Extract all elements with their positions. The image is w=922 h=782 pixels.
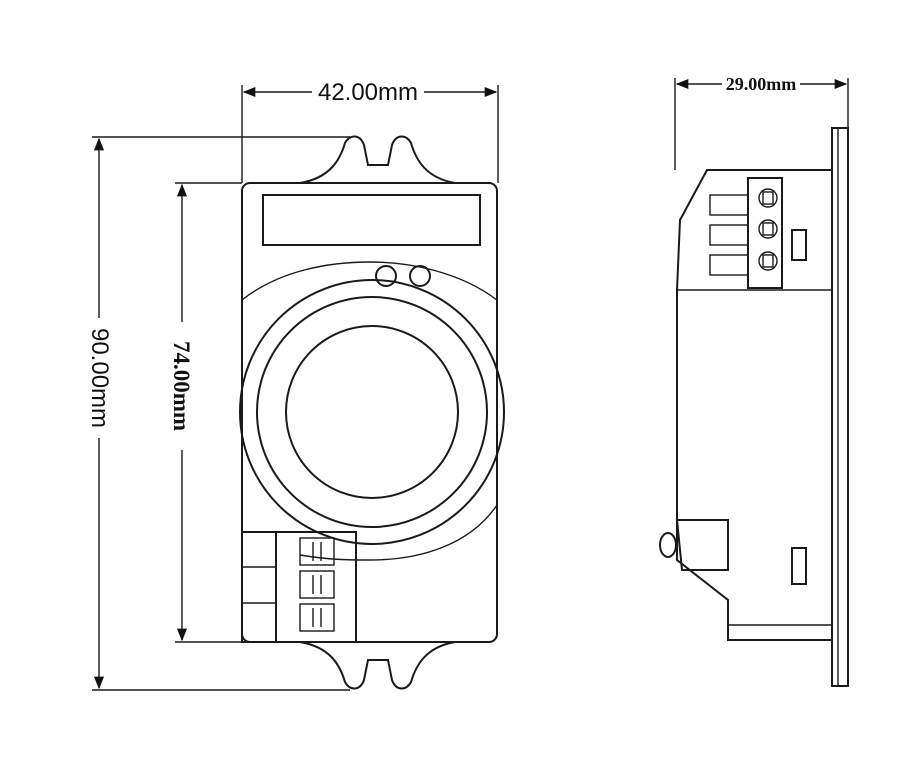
side-housing bbox=[676, 169, 832, 641]
dimension-depth-side bbox=[674, 78, 849, 170]
side-terminal-block bbox=[709, 177, 783, 289]
label-height-body: 74.00mm bbox=[169, 341, 194, 431]
side-clip-lower bbox=[791, 547, 807, 585]
front-housing bbox=[241, 182, 498, 643]
side-mounting-plate bbox=[831, 127, 849, 687]
dimension-width-front bbox=[241, 85, 499, 183]
lens-lower-frame bbox=[299, 504, 498, 561]
side-lens-tip bbox=[659, 532, 677, 558]
side-view bbox=[659, 78, 849, 687]
sensor-lens-inner bbox=[285, 325, 459, 499]
dimension-height-body bbox=[175, 182, 242, 643]
side-clip-upper bbox=[791, 229, 807, 261]
dimension-height-total bbox=[92, 136, 350, 691]
sensor-lens-outer-ring bbox=[239, 279, 505, 545]
led-indicator-left bbox=[375, 265, 397, 287]
front-terminal-block bbox=[241, 531, 357, 643]
label-window bbox=[262, 194, 481, 246]
bottom-mounting-ear bbox=[299, 641, 456, 690]
lens-outer-frame bbox=[241, 261, 498, 301]
front-view bbox=[92, 85, 505, 691]
led-indicator-right bbox=[409, 265, 431, 287]
label-depth-side: 29.00mm bbox=[726, 74, 797, 94]
label-height-total: 90.00mm bbox=[86, 328, 113, 428]
label-width-front: 42.00mm bbox=[318, 79, 418, 106]
side-lens-protrusion bbox=[675, 519, 729, 571]
sensor-lens-middle-ring bbox=[256, 296, 488, 528]
top-mounting-ear bbox=[299, 135, 456, 184]
